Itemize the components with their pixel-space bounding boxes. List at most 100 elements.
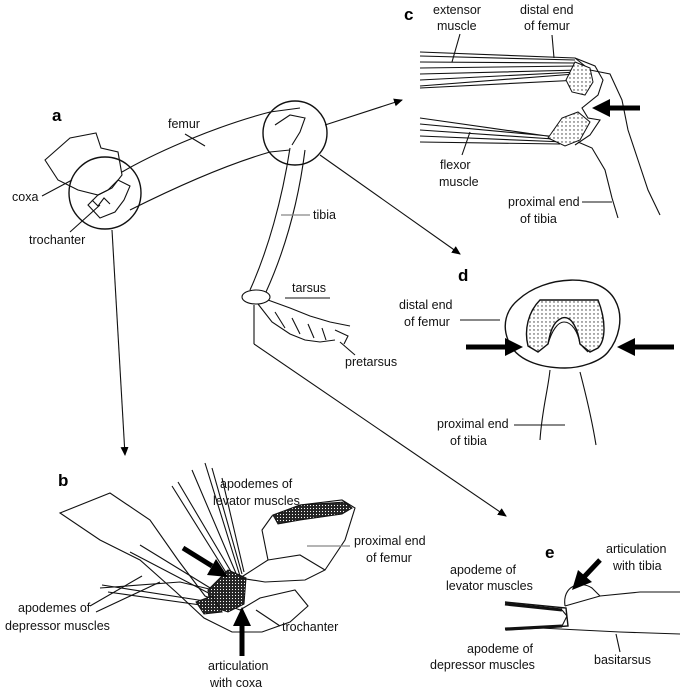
label-artic-tibia-line1: articulation xyxy=(606,542,666,556)
trochanter-shape xyxy=(87,179,131,219)
leader-flexor xyxy=(461,131,471,156)
label-apodeme-lev-e-line1: apodeme of xyxy=(450,563,517,577)
leader-trochanter-b xyxy=(255,609,281,627)
leader-apodemes-depressor-a xyxy=(89,575,143,607)
label-proximal-tibia-c-line1: proximal end xyxy=(508,195,580,209)
coxa-shape xyxy=(44,132,123,196)
label-trochanter: trochanter xyxy=(29,233,85,247)
label-distal-femur-d-line1: distal end xyxy=(399,298,453,312)
apodeme-junction xyxy=(561,609,568,627)
depressor-apodemes xyxy=(101,544,225,609)
arrow-to-panel-c xyxy=(324,98,403,126)
stippled-membrane-dorsal xyxy=(565,61,594,96)
pretarsus-claw xyxy=(334,329,349,345)
extensor-muscle-fibres xyxy=(419,55,581,87)
basitarsus-upper-edge xyxy=(564,591,680,607)
panel-label-c: c xyxy=(404,5,413,24)
panel-d-joint-cross-section: d distal end of femur proximal end of ti… xyxy=(399,266,674,448)
label-tibia: tibia xyxy=(313,208,336,222)
arrow-c-head xyxy=(592,99,610,117)
leader-apodemes-depressor-b xyxy=(95,581,161,613)
label-trochanter-b: trochanter xyxy=(282,620,338,634)
label-femur: femur xyxy=(168,117,200,131)
label-proximal-tibia-d-line2: of tibia xyxy=(450,434,487,448)
label-artic-tibia-line2: with tibia xyxy=(612,559,662,573)
label-artic-coxa-line1: articulation xyxy=(208,659,268,673)
panel-a-whole-leg: a femur coxa trochanter tibia tarsu xyxy=(12,100,397,369)
label-distal-femur-c-line1: distal end xyxy=(520,3,574,17)
articulation-dense-region-2 xyxy=(195,595,223,615)
femur-trochanter-seam xyxy=(267,554,326,571)
panel-c-femur-tibia-joint: c extensor muscle distal end of femur fl… xyxy=(404,3,661,226)
leader-femur xyxy=(184,133,206,147)
leader-trochanter xyxy=(69,204,101,233)
femur-tibia-joint-circle xyxy=(262,100,328,166)
arrow-b-diagonal-shaft xyxy=(181,545,214,569)
articulation-knob xyxy=(564,584,601,607)
label-extensor-line1: extensor xyxy=(433,3,481,17)
basitarsus-lower-edge xyxy=(539,627,681,635)
proximal-femur-outline xyxy=(238,499,356,583)
femur-upper-edge xyxy=(121,107,301,173)
leader-extensor xyxy=(451,33,461,63)
label-proximal-femur-b-line2: of femur xyxy=(366,551,412,565)
arrow-b-diagonal-head xyxy=(207,559,228,577)
label-pretarsus: pretarsus xyxy=(345,355,397,369)
tibia-left-edge xyxy=(249,147,291,291)
label-coxa: coxa xyxy=(12,190,38,204)
panel-label-b: b xyxy=(58,471,68,490)
label-flexor-line2: muscle xyxy=(439,175,479,189)
label-basitarsus: basitarsus xyxy=(594,653,651,667)
femur-tibia-joint-detail xyxy=(274,114,306,146)
label-extensor-line2: muscle xyxy=(437,19,477,33)
arrow-to-panel-d xyxy=(319,154,461,255)
tarsus-lower-edge xyxy=(257,303,336,343)
label-apodeme-lev-e-line2: levator muscles xyxy=(446,579,533,593)
arrow-to-panel-b xyxy=(111,229,129,456)
coxa-trochanter-joint-circle xyxy=(68,156,142,230)
stippled-joint-membrane xyxy=(525,299,605,353)
label-proximal-tibia-d-line1: proximal end xyxy=(437,417,509,431)
label-proximal-tibia-c-line2: of tibia xyxy=(520,212,557,226)
stippled-membrane-ventral xyxy=(547,111,591,147)
leader-distal-femur-c xyxy=(551,34,555,59)
panel-label-e: e xyxy=(545,543,554,562)
label-distal-femur-d-line2: of femur xyxy=(404,315,450,329)
arrow-to-panel-e xyxy=(253,343,507,517)
tibia-proximal-outline-lower xyxy=(577,141,619,219)
panel-b-coxa-trochanter-joint: b apodemes of levator muscles proximal e… xyxy=(5,462,426,690)
label-apodemes-levator-line1: apodemes of xyxy=(220,477,293,491)
tarsus-upper-edge xyxy=(267,299,351,327)
leader-pretarsus xyxy=(339,341,356,356)
proximal-femur-rim-dense xyxy=(272,501,353,525)
label-flexor-line1: flexor xyxy=(440,158,471,172)
connector-arrows xyxy=(111,98,507,517)
arrow-b-vertical-head xyxy=(233,607,251,626)
label-tarsus: tarsus xyxy=(292,281,326,295)
label-distal-femur-c-line2: of femur xyxy=(524,19,570,33)
femur-distal-outline-c xyxy=(574,57,604,146)
levator-apodeme-e xyxy=(504,602,563,612)
arrow-e-head xyxy=(572,570,592,590)
leader-coxa xyxy=(41,179,73,197)
label-apodemes-depressor-line2: depressor muscles xyxy=(5,619,110,633)
depressor-apodeme-e xyxy=(504,624,563,631)
arrow-d-left-head xyxy=(505,338,523,356)
label-artic-coxa-line2: with coxa xyxy=(209,676,262,690)
leader-basitarsus xyxy=(615,633,621,653)
femur-lower-edge xyxy=(129,149,291,211)
trochanter-joint-detail xyxy=(91,197,111,207)
flexor-muscle-fibres xyxy=(419,117,576,145)
tibia-proximal-outline-upper xyxy=(589,69,661,216)
panel-label-a: a xyxy=(52,106,62,125)
label-apodeme-dep-e-line2: depressor muscles xyxy=(430,658,535,672)
panel-e-tarsal-joint: e articulation with tibia apodeme of lev… xyxy=(430,542,681,672)
label-apodeme-dep-e-line1: apodeme of xyxy=(467,642,534,656)
label-proximal-femur-b-line1: proximal end xyxy=(354,534,426,548)
label-apodemes-depressor-line1: apodemes of xyxy=(18,601,91,615)
coxa-rim-outline xyxy=(58,492,309,633)
tibia-head-outline xyxy=(547,321,589,353)
label-apodemes-levator-line2: levator muscles xyxy=(213,494,300,508)
